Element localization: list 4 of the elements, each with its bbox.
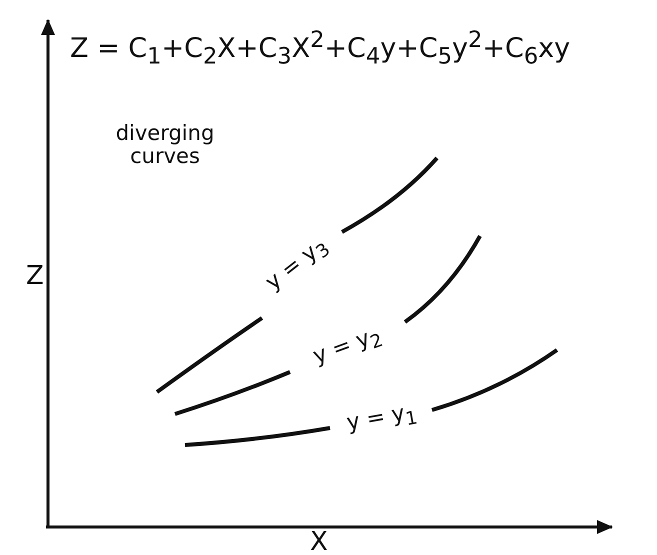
equation-text: Z = C$_{1}$+C$_{2}$X+C$_{3}$X$^{2}$+C$_{4}$y+C$_{5}$y$^{2}$+C$_{6}$xy bbox=[70, 28, 570, 70]
axis-label: X bbox=[310, 528, 328, 555]
annotation-text: diverging curves bbox=[114, 122, 216, 168]
axis-label: Z bbox=[26, 262, 44, 291]
